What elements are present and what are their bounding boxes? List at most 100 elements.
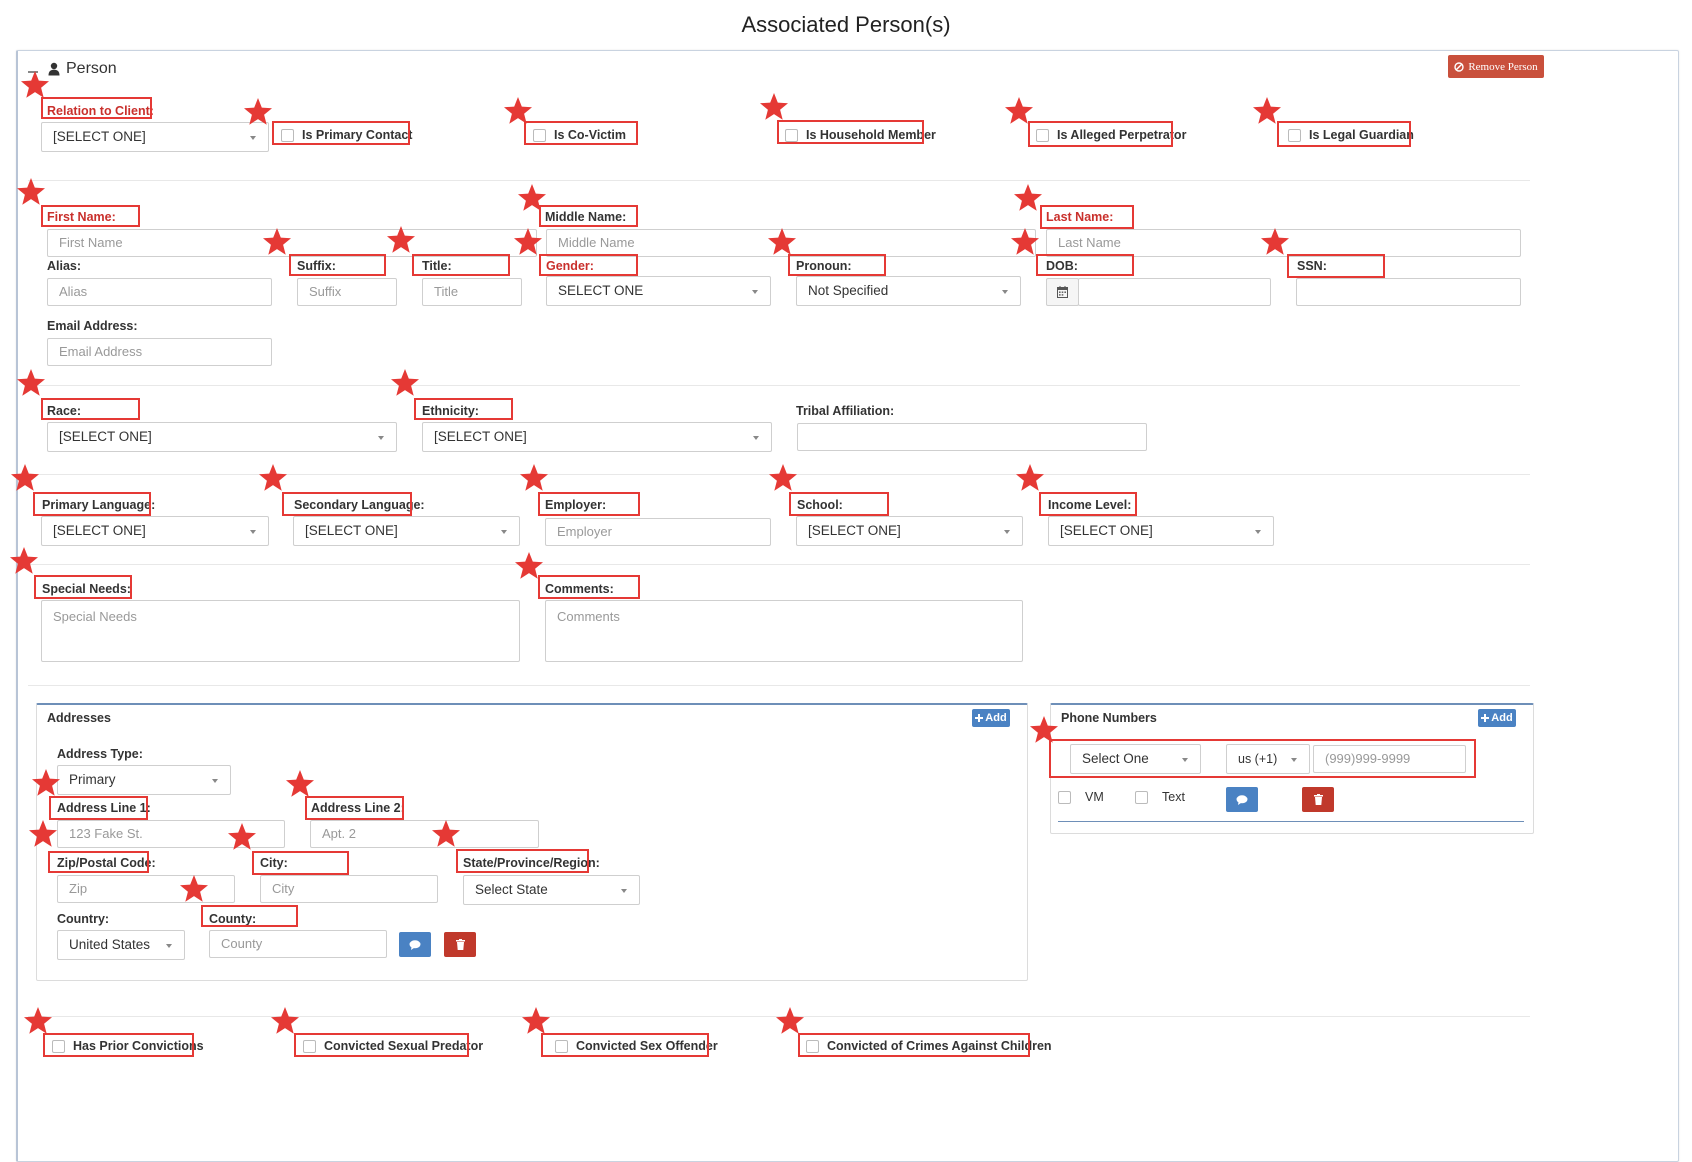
phone-text-option[interactable]: Text xyxy=(1135,790,1185,804)
highlight-box xyxy=(41,97,152,119)
star-icon xyxy=(16,177,46,207)
convicted-sex-offender[interactable]: Convicted Sex Offender xyxy=(555,1039,718,1053)
checkbox[interactable] xyxy=(1135,790,1148,804)
city-input[interactable]: City xyxy=(260,875,438,903)
star-icon xyxy=(513,227,543,257)
star-icon xyxy=(768,463,798,493)
phone-vm-option[interactable]: VM xyxy=(1058,790,1104,804)
add-address-button[interactable]: Add xyxy=(972,709,1010,727)
last-name-label: Last Name: xyxy=(1046,210,1114,224)
secondary-language-select[interactable]: [SELECT ONE] xyxy=(293,516,520,546)
star-icon xyxy=(517,183,547,213)
income-level-select[interactable]: [SELECT ONE] xyxy=(1048,516,1274,546)
title-input[interactable]: Title xyxy=(422,278,522,306)
address-comment-button[interactable] xyxy=(399,932,431,957)
star-icon xyxy=(20,70,50,100)
school-label: School: xyxy=(797,498,843,512)
checkbox[interactable] xyxy=(52,1039,65,1053)
highlight-box xyxy=(1028,121,1173,147)
checkbox[interactable] xyxy=(1036,128,1049,142)
remove-person-button[interactable]: Remove Person xyxy=(1448,55,1544,78)
special-needs-label: Special Needs: xyxy=(42,582,131,596)
checkbox[interactable] xyxy=(1058,790,1071,804)
phone-divider xyxy=(1058,821,1524,822)
convicted-sexual-predator[interactable]: Convicted Sexual Predator xyxy=(303,1039,483,1053)
phone-number-input[interactable]: (999)999-9999 xyxy=(1313,745,1466,773)
checkbox[interactable] xyxy=(806,1039,819,1053)
highlight-box xyxy=(539,254,638,276)
suffix-input[interactable]: Suffix xyxy=(297,278,397,306)
star-icon xyxy=(9,546,39,576)
star-icon xyxy=(258,463,288,493)
race-select[interactable]: [SELECT ONE] xyxy=(47,422,397,452)
comments-textarea[interactable]: Comments xyxy=(545,600,1023,662)
ethnicity-select[interactable]: [SELECT ONE] xyxy=(422,422,772,452)
flag-co-victim[interactable]: Is Co-Victim xyxy=(533,128,626,142)
ssn-input[interactable] xyxy=(1296,278,1521,306)
address-line2-input[interactable]: Apt. 2 xyxy=(310,820,539,848)
has-prior-convictions[interactable]: Has Prior Convictions xyxy=(52,1039,204,1053)
add-phone-button[interactable]: Add xyxy=(1478,709,1516,727)
checkbox[interactable] xyxy=(303,1039,316,1053)
star-icon xyxy=(1029,715,1059,745)
phone-comment-button[interactable] xyxy=(1226,787,1258,812)
collapse-icon[interactable] xyxy=(28,71,38,73)
gender-label: Gender: xyxy=(546,259,594,273)
checkbox[interactable] xyxy=(533,128,546,142)
email-input[interactable]: Email Address xyxy=(47,338,272,366)
pronoun-label: Pronoun: xyxy=(796,259,852,273)
page-title: Associated Person(s) xyxy=(741,12,951,37)
first-name-input[interactable]: First Name xyxy=(47,229,537,257)
country-select[interactable]: United States xyxy=(57,930,185,960)
state-select[interactable]: Select State xyxy=(463,875,640,905)
employer-input[interactable]: Employer xyxy=(545,518,771,546)
ethnicity-label: Ethnicity: xyxy=(422,404,479,418)
checkbox[interactable] xyxy=(281,128,294,142)
relation-select[interactable]: [SELECT ONE] xyxy=(41,122,269,152)
plus-icon xyxy=(1481,714,1490,722)
star-icon xyxy=(227,822,257,852)
special-needs-textarea[interactable]: Special Needs xyxy=(41,600,520,662)
alias-input[interactable]: Alias xyxy=(47,278,272,306)
highlight-box xyxy=(524,121,638,145)
panel-title: Person xyxy=(66,60,117,77)
dob-calendar-button[interactable] xyxy=(1046,278,1079,306)
checkbox[interactable] xyxy=(555,1039,568,1053)
checkbox[interactable] xyxy=(1288,128,1301,142)
comment-icon xyxy=(1236,794,1248,805)
primary-language-select[interactable]: [SELECT ONE] xyxy=(41,516,269,546)
checkbox[interactable] xyxy=(785,128,798,142)
address-type-select[interactable]: Primary xyxy=(57,765,231,795)
flag-household-member[interactable]: Is Household Member xyxy=(785,128,936,142)
zip-input[interactable]: Zip xyxy=(57,875,235,903)
star-icon xyxy=(521,1006,551,1036)
highlight-box xyxy=(48,851,149,873)
comments-label: Comments: xyxy=(545,582,614,596)
highlight-box xyxy=(788,254,886,276)
tribal-affiliation-input[interactable] xyxy=(797,423,1147,451)
phone-country-code-select[interactable]: us (+1) xyxy=(1226,744,1310,774)
address-type-label: Address Type: xyxy=(57,747,143,761)
flag-primary-contact[interactable]: Is Primary Contact xyxy=(281,128,412,142)
pronoun-select[interactable]: Not Specified xyxy=(796,276,1021,306)
divider xyxy=(28,1016,1530,1017)
phone-type-select[interactable]: Select One xyxy=(1070,744,1201,774)
school-select[interactable]: [SELECT ONE] xyxy=(796,516,1023,546)
flag-alleged-perpetrator[interactable]: Is Alleged Perpetrator xyxy=(1036,128,1186,142)
flag-legal-guardian[interactable]: Is Legal Guardian xyxy=(1288,128,1414,142)
county-input[interactable]: County xyxy=(209,930,387,958)
star-icon xyxy=(262,227,292,257)
dob-label: DOB: xyxy=(1046,259,1078,273)
delete-address-button[interactable] xyxy=(444,932,476,957)
delete-phone-button[interactable] xyxy=(1302,787,1334,812)
primary-language-label: Primary Language: xyxy=(42,498,156,512)
gender-select[interactable]: SELECT ONE xyxy=(546,276,771,306)
middle-name-input[interactable]: Middle Name xyxy=(546,229,1036,257)
last-name-input[interactable]: Last Name xyxy=(1046,229,1521,257)
star-icon xyxy=(28,819,58,849)
convicted-crimes-against-children[interactable]: Convicted of Crimes Against Children xyxy=(806,1039,1052,1053)
star-icon xyxy=(1015,463,1045,493)
dob-input[interactable] xyxy=(1078,278,1271,306)
star-icon xyxy=(1252,96,1282,126)
address-line2-label: Address Line 2: xyxy=(311,801,405,815)
